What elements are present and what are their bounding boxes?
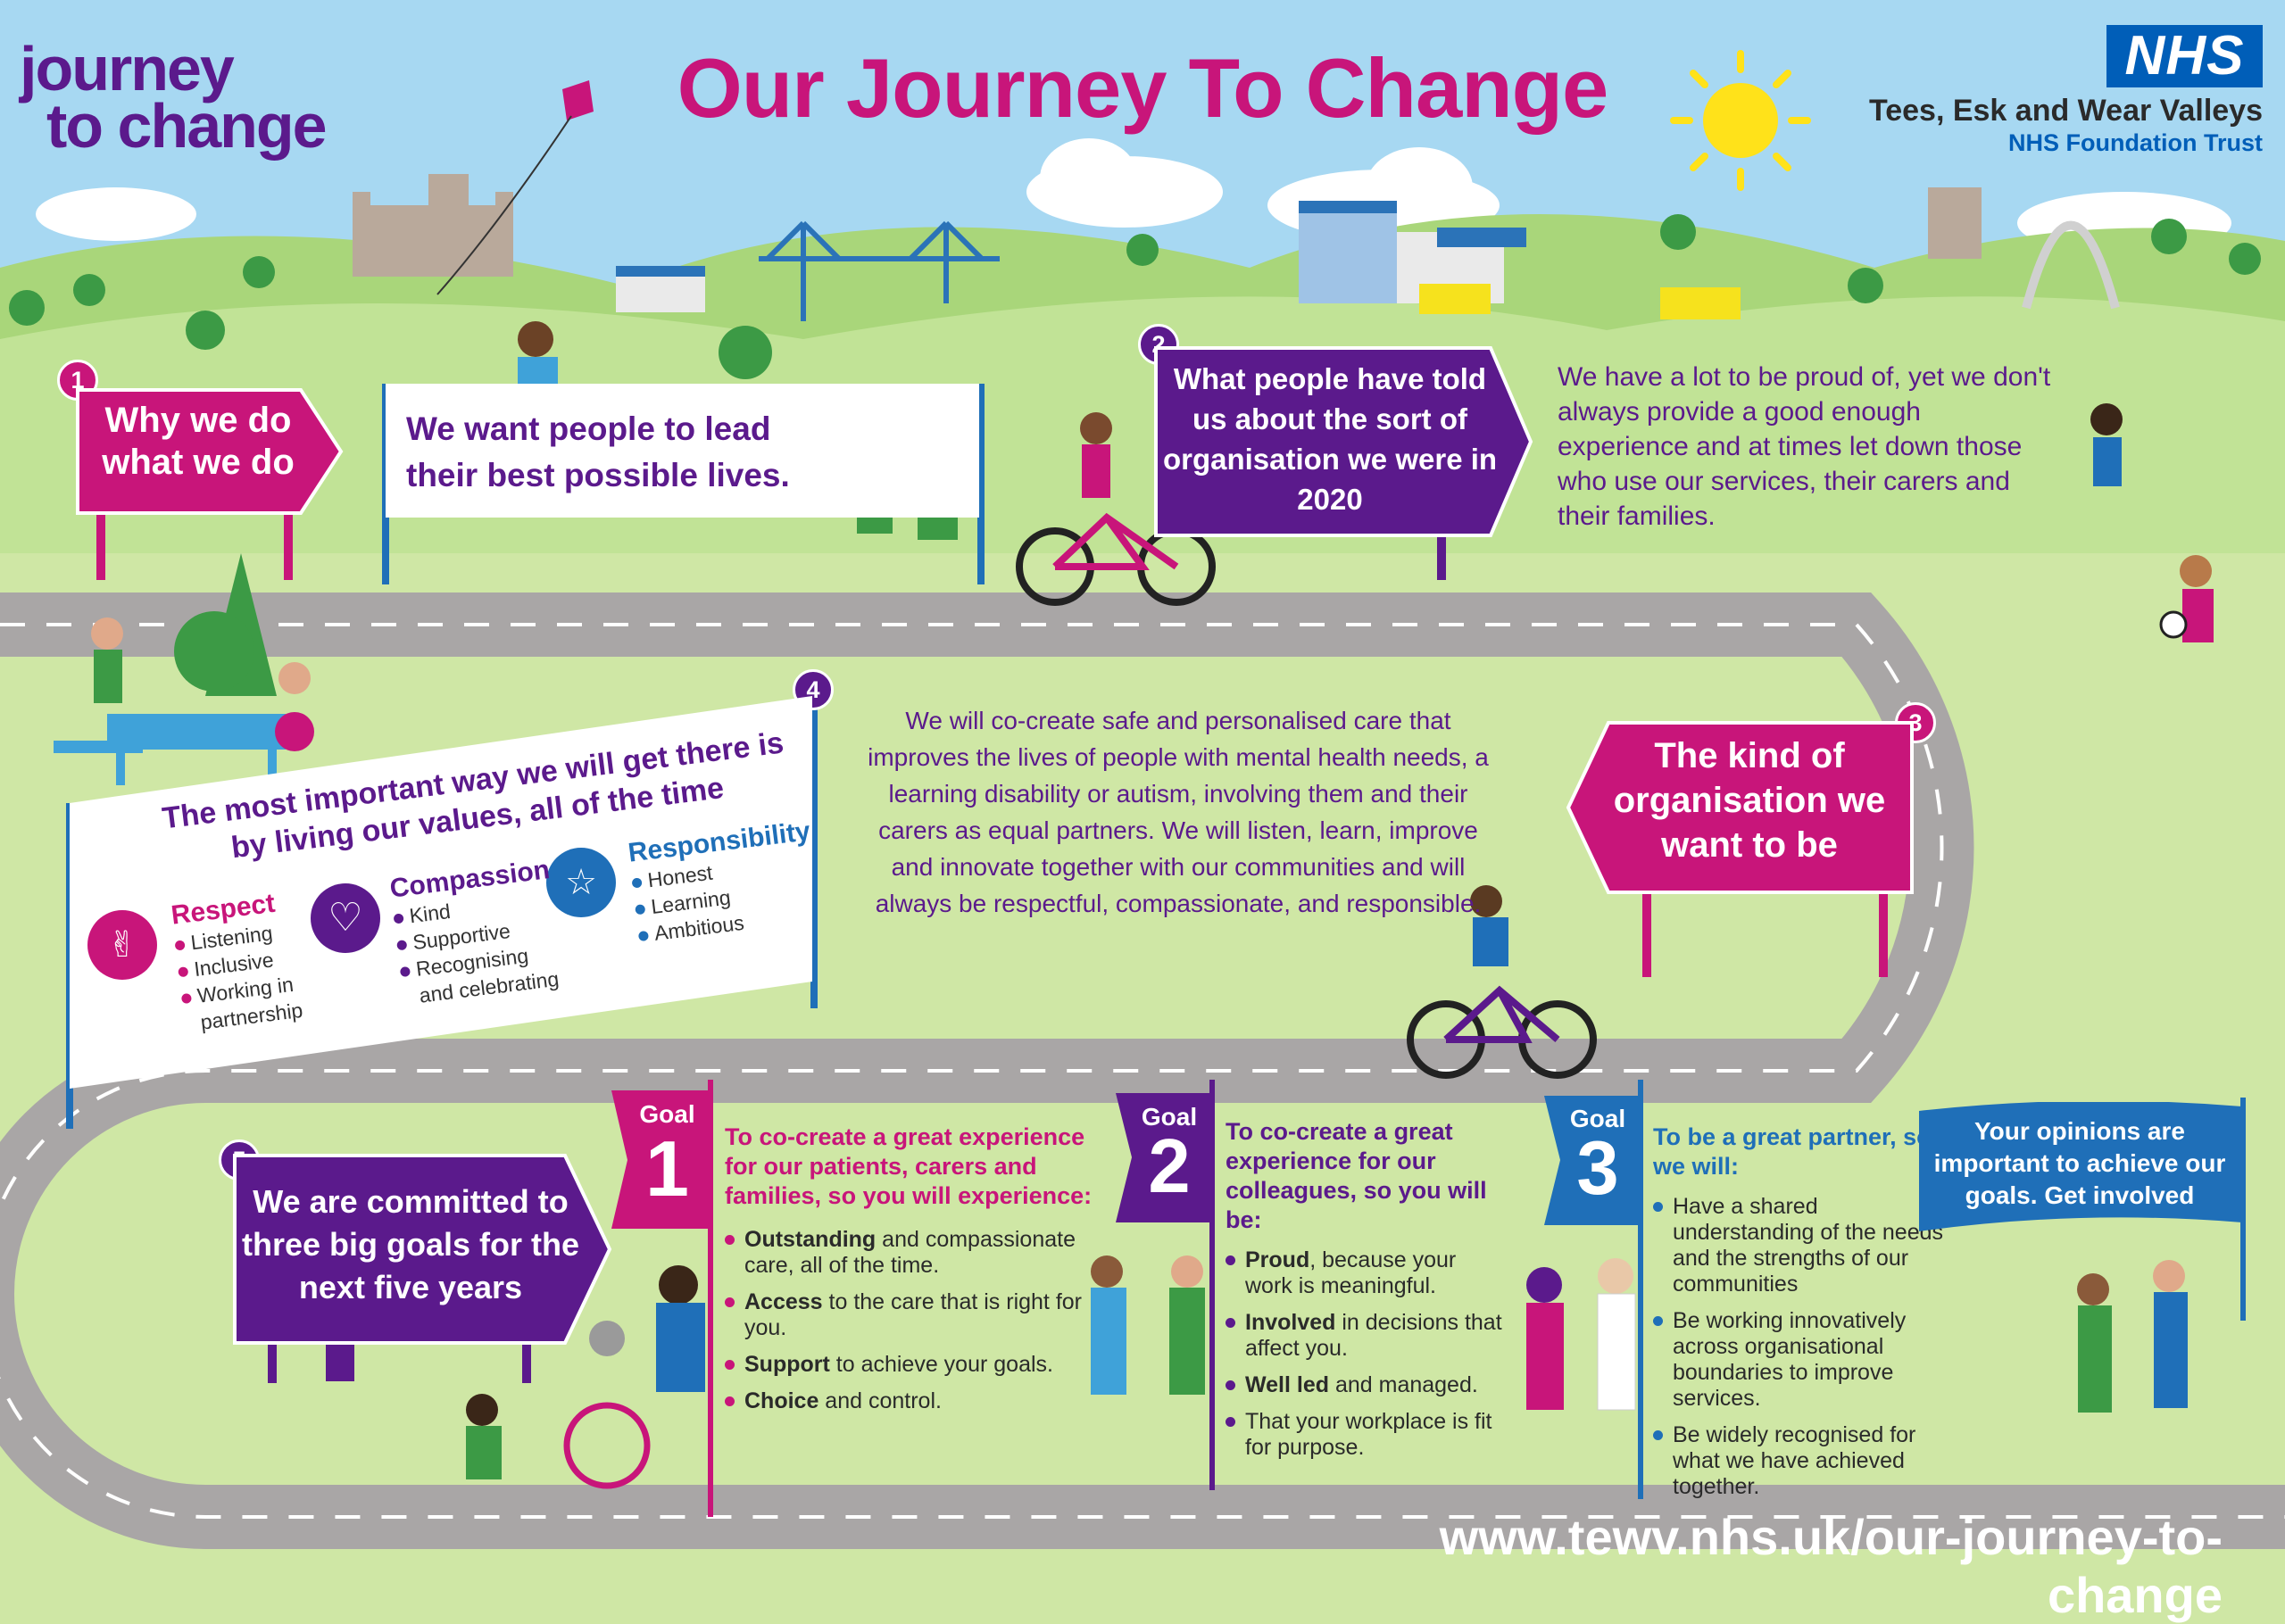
- goal-3-heading: To be a great partner, so we will:: [1653, 1123, 1932, 1180]
- goal-2-content: To co-create a great experience for our …: [1226, 1117, 1502, 1471]
- step-5-sign: [233, 1154, 612, 1345]
- goal-1-item: Support to achieve your goals.: [725, 1352, 1118, 1378]
- journey-to-change-logo: journey to change: [20, 34, 328, 161]
- step-3-sign: [1566, 721, 1914, 894]
- goal-1-flagpole: [708, 1080, 713, 1517]
- goal-3-content: To be a great partner, so we will: Have …: [1653, 1123, 1948, 1511]
- logo-line-2: to change: [46, 91, 328, 161]
- goal-3-number: 3: [1576, 1126, 1619, 1211]
- opinions-flag: [1919, 1102, 2242, 1231]
- opinions-flag-text: Your opinions are important to achieve o…: [1933, 1117, 2226, 1209]
- goal-1-flag: [611, 1090, 710, 1229]
- goal-1-number: 1: [645, 1124, 689, 1213]
- goal-1-item: Outstanding and compassionate care, all …: [725, 1227, 1118, 1279]
- goal-2-number: 2: [1148, 1124, 1191, 1209]
- step-2-sign: [1154, 346, 1533, 537]
- goal-2-item: Well led and managed.: [1226, 1372, 1502, 1398]
- step-3-sign-text: The kind of organisation we want to be: [1613, 736, 1886, 865]
- goal-1-item: Access to the care that is right for you…: [725, 1289, 1118, 1341]
- goal-3-flag: [1544, 1096, 1641, 1225]
- goal-1-label: Goal: [639, 1100, 695, 1128]
- nhs-logo: NHS: [2106, 25, 2263, 87]
- sun-icon: [1670, 50, 1811, 191]
- step-2-text: We have a lot to be proud of, yet we don…: [1558, 362, 2051, 531]
- heart-icon: ♡: [311, 883, 380, 953]
- goal-3-label: Goal: [1569, 1105, 1626, 1132]
- trust-subtitle: NHS Foundation Trust: [2008, 129, 2263, 156]
- trust-name: Tees, Esk and Wear Valleys: [1868, 94, 2263, 128]
- step-2-sign-text: What people have told us about the sort …: [1162, 362, 1498, 516]
- goal-2-flagpole: [1209, 1080, 1215, 1490]
- value-respect: Respect Listening Inclusive Working in p…: [170, 884, 328, 1038]
- step-3-text: We will co-create safe and personalised …: [868, 707, 1489, 917]
- goal-2-heading: To co-create a great experience for our …: [1226, 1118, 1487, 1233]
- value-responsibility: Responsibility Honest Learning Ambitious: [627, 816, 812, 949]
- logo-line-1: journey: [20, 34, 235, 104]
- goal-1-item: Choice and control.: [725, 1388, 1118, 1414]
- goal-3-item: Be working innovatively across organisat…: [1653, 1308, 1948, 1412]
- goal-2-label: Goal: [1141, 1103, 1198, 1131]
- step-4-banner: [70, 696, 812, 1089]
- handshake-icon: ✌: [87, 910, 157, 980]
- page-title: Our Journey To Change: [677, 41, 1609, 135]
- goal-2-item: That your workplace is fit for purpose.: [1226, 1409, 1502, 1461]
- bicycle-icon: [1407, 985, 1597, 1079]
- goal-2-item: Involved in decisions that affect you.: [1226, 1310, 1502, 1362]
- goal-1-heading: To co-create a great experience for our …: [725, 1123, 1093, 1209]
- step-5-sign-text: We are committed to three big goals for …: [241, 1183, 580, 1305]
- star-hand-icon: ☆: [546, 848, 616, 917]
- goal-1-content: To co-create a great experience for our …: [725, 1123, 1118, 1425]
- step-1-banner: [386, 384, 979, 518]
- goal-2-flag: [1116, 1093, 1212, 1222]
- goal-2-item: Proud, because your work is meaningful.: [1226, 1247, 1502, 1299]
- goal-3-item: Be widely recognised for what we have ac…: [1653, 1422, 1948, 1500]
- goal-3-item: Have a shared understanding of the needs…: [1653, 1194, 1948, 1297]
- step-1-banner-text: We want people to lead their best possib…: [406, 410, 790, 493]
- goal-3-flagpole: [1638, 1080, 1643, 1499]
- step-1-sign-text: Why we do what we do: [102, 401, 295, 482]
- opinions-flagpole: [2240, 1098, 2246, 1321]
- website-link[interactable]: www.tewv.nhs.uk/our-journey-to-change: [1439, 1509, 2223, 1623]
- value-compassion: Compassion Kind Supportive Recognising a…: [388, 854, 573, 1011]
- step-1-sign: [76, 388, 344, 515]
